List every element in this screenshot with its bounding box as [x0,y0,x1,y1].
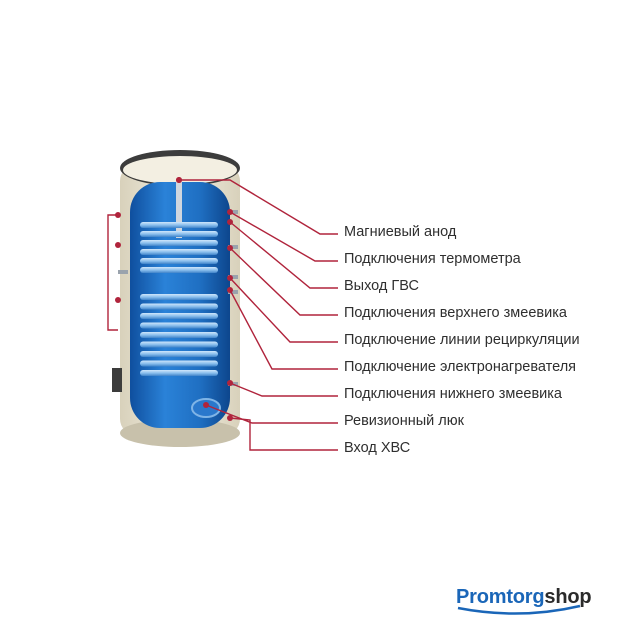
coil-turn [140,231,218,237]
label-recirculation-connection: Подключение линии рециркуляции [344,332,580,348]
coil-turn [140,258,218,264]
leader-dot [115,212,121,218]
leader-dot [227,275,233,281]
label-hot-water-outlet: Выход ГВС [344,278,419,294]
coil-turn [140,249,218,255]
label-thermometer-connections: Подключения термометра [344,251,521,267]
leader-dot [115,297,121,303]
upper-coil [140,222,218,273]
magnesium-anode [176,177,182,238]
leader-dot [227,209,233,215]
label-electric-heater-connection: Подключение электронагревателя [344,359,576,375]
label-revision-hatch: Ревизионный люк [344,413,464,429]
leader-lines [107,177,338,451]
coil-turn [140,360,218,367]
leader-line [229,221,338,289]
leader-dot [115,242,121,248]
leader-dot [227,415,233,421]
leader-dot [203,402,209,408]
leader-dot [227,245,233,251]
coil-turn [140,294,218,300]
coil-turn [140,222,218,228]
leader-line [205,404,338,424]
leader-dot [227,287,233,293]
logo-underline [457,604,581,615]
leader-line [107,214,118,331]
coil-turn [140,370,218,376]
leader-dot [227,380,233,386]
brand-logo-part2: shop [544,586,592,608]
coil-turn [140,313,218,319]
coil-turn [140,332,218,338]
coil-turn [140,351,218,357]
coil-turn [140,322,218,329]
leader-line [229,211,338,262]
label-upper-coil-connections: Подключения верхнего змеевика [344,305,567,321]
brand-logo-part1: Promtorg [456,586,545,608]
leader-line [229,382,338,397]
label-magnesium-anode: Магниевый анод [344,224,457,240]
brand-logo[interactable]: Promtorgshop [456,586,592,609]
leader-line [229,289,338,370]
leader-line [229,277,338,343]
leader-line [179,179,338,235]
coil-turn [140,303,218,310]
coil-turn [140,240,218,246]
leader-line [229,417,338,451]
leader-dot [227,219,233,225]
coil-turn [140,267,218,273]
leader-line [229,247,338,316]
leader-dot [176,177,182,183]
coil-turn [140,341,218,348]
left-connections [112,270,128,392]
lower-coil [140,294,218,376]
label-lower-coil-connections: Подключения нижнего змеевика [344,386,562,402]
label-cold-water-inlet: Вход ХВС [344,440,411,456]
